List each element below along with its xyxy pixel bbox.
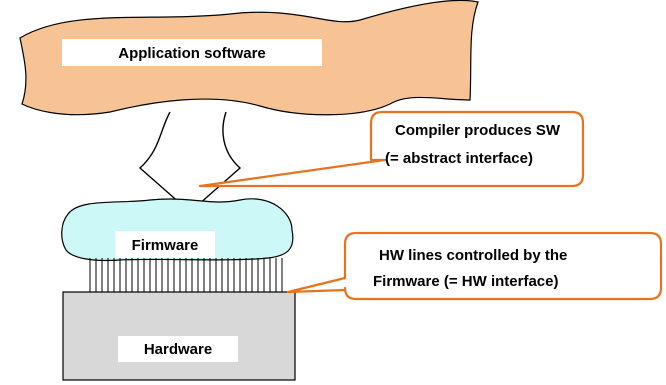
callout-compiler-bubble: [198, 110, 585, 188]
callout-compiler-line2: (= abstract interface): [385, 150, 533, 167]
firmware-label: Firmware: [132, 237, 199, 254]
callout-hw-lines-line1: HW lines controlled by the: [379, 247, 567, 264]
callout-hw-lines-bubble: [286, 231, 663, 301]
callout-hw-lines-line2: Firmware (= HW interface): [373, 273, 558, 290]
application-label: Application software: [118, 45, 266, 62]
hardware-label: Hardware: [144, 341, 212, 358]
firmware-label-box: [115, 231, 215, 258]
hardware-label-box: [118, 336, 238, 362]
callout-compiler-line1: Compiler produces SW: [395, 122, 561, 139]
funnel-arrow: [138, 111, 242, 213]
application-label-box: [62, 39, 322, 66]
hw-interface-lines: [89, 258, 283, 292]
